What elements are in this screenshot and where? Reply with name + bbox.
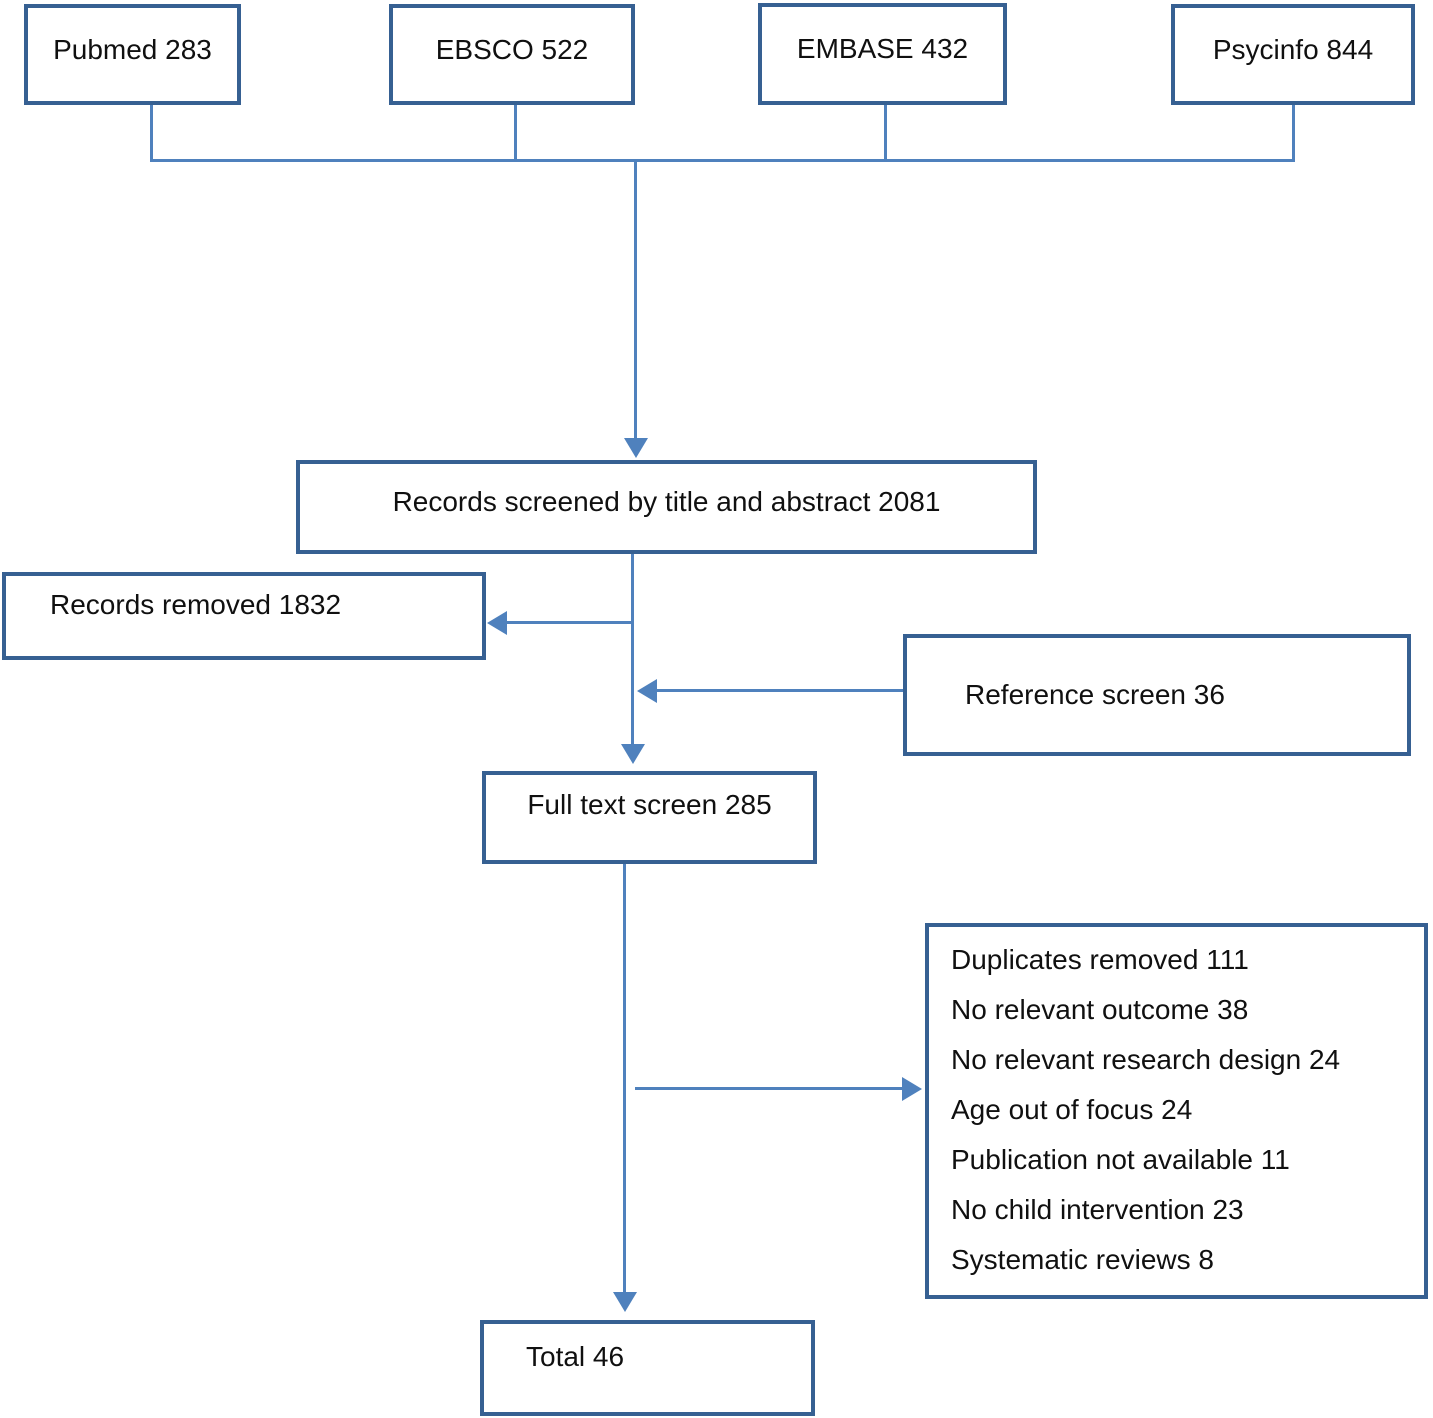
connector-from-reference [656,689,903,692]
box-embase-label: EMBASE 432 [796,33,969,64]
box-records-screened-label: Records screened by title and abstract 2… [392,486,941,517]
arrowhead-down-to-total [613,1292,637,1312]
box-total: Total 46 [480,1320,815,1416]
box-records-removed-label: Records removed 1832 [50,589,342,620]
arrowhead-down-to-fulltext [621,744,645,764]
arrowhead-down-to-screened [624,438,648,458]
connector-to-records-removed [506,621,633,624]
box-pubmed-label: Pubmed 283 [53,33,212,65]
box-ebsco-label: EBSCO 522 [435,33,589,65]
exclusion-item: Publication not available 11 [951,1144,1290,1175]
connector-to-exclusions [635,1087,903,1090]
box-pubmed: Pubmed 283 [24,4,241,105]
connector-horizontal-top [150,159,1295,162]
box-fulltext-screen: Full text screen 285 [482,771,817,864]
connector-stub-embase [884,105,887,162]
connector-vertical-fulltext-to-total [623,864,626,1292]
connector-stub-pubmed [150,105,153,162]
box-records-removed: Records removed 1832 [2,572,486,660]
arrowhead-left-from-reference [637,679,657,703]
connector-stub-ebsco [514,105,517,162]
box-fulltext-screen-label: Full text screen 285 [527,788,772,820]
box-total-label: Total 46 [526,1341,625,1372]
connector-vertical-screened-to-fulltext [631,554,634,744]
box-embase: EMBASE 432 [758,3,1007,105]
arrowhead-right-to-exclusions [902,1077,922,1101]
exclusion-item: Systematic reviews 8 [951,1244,1214,1275]
box-reference-screen-label: Reference screen 36 [965,679,1225,710]
box-psycinfo-label: Psycinfo 844 [1212,33,1374,65]
exclusion-item: No relevant research design 24 [951,1044,1341,1075]
box-records-screened: Records screened by title and abstract 2… [296,460,1037,554]
box-reference-screen: Reference screen 36 [903,634,1411,756]
box-psycinfo: Psycinfo 844 [1171,4,1415,105]
exclusion-item: No relevant outcome 38 [951,994,1249,1025]
arrowhead-left-to-removed [487,611,507,635]
connector-vertical-main [634,160,637,440]
box-exclusion-reasons: Duplicates removed 111 No relevant outco… [925,923,1428,1299]
exclusion-item: Age out of focus 24 [951,1094,1193,1125]
exclusion-item: Duplicates removed 111 [951,944,1249,975]
box-ebsco: EBSCO 522 [389,4,635,105]
connector-stub-psycinfo [1292,105,1295,162]
exclusion-item: No child intervention 23 [951,1194,1244,1225]
